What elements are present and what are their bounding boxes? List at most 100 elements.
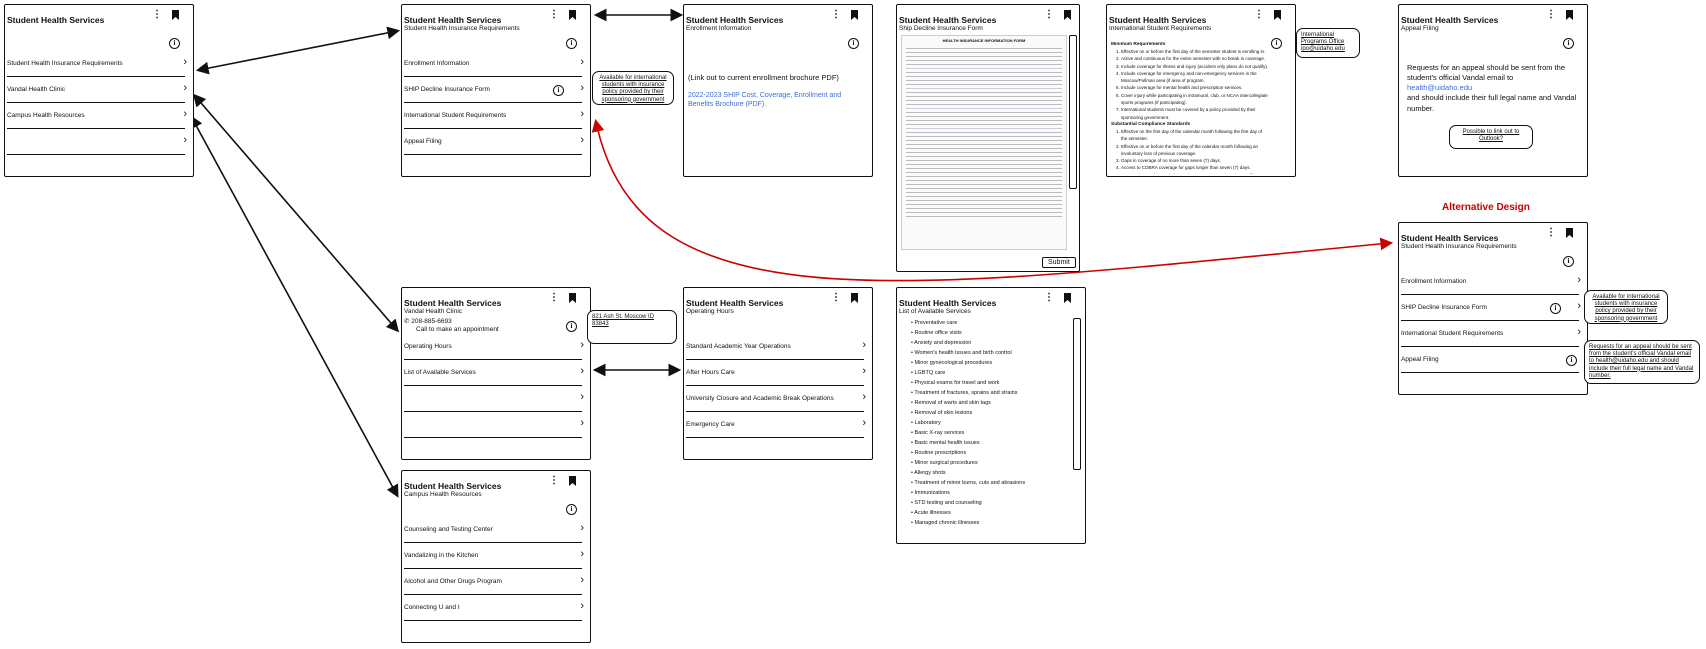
info-icon[interactable]: i	[169, 38, 180, 49]
list-item[interactable]: Connecting U and I›	[404, 596, 584, 621]
chevron-right-icon: ›	[580, 391, 584, 403]
alternative-design-heading: Alternative Design	[1442, 202, 1530, 213]
list-item[interactable]: Standard Academic Year Operations›	[686, 335, 866, 360]
more-vertical-icon[interactable]: ⋮	[549, 9, 559, 20]
bookmark-icon[interactable]	[851, 10, 858, 20]
bookmark-icon[interactable]	[1566, 228, 1573, 238]
page-subtitle: International Student Requirements	[1109, 25, 1212, 32]
chevron-right-icon: ›	[580, 56, 584, 68]
info-icon[interactable]: i	[566, 504, 577, 515]
list-item[interactable]: University Closure and Academic Break Op…	[686, 387, 866, 412]
more-vertical-icon[interactable]: ⋮	[152, 9, 162, 20]
list-item[interactable]: Vandal Health Clinic›	[7, 78, 187, 103]
list-item[interactable]: Appeal Filing›	[404, 130, 584, 155]
info-icon[interactable]: i	[1563, 256, 1574, 267]
bookmark-icon[interactable]	[172, 10, 179, 20]
list-item[interactable]: International Student Requirements›	[404, 104, 584, 129]
page-subtitle: Vandal Health Clinic	[404, 308, 463, 315]
list-item: Active and continuous for the entire sem…	[1121, 55, 1269, 62]
appeal-filing-screen: Student Health Services ⋮ Appeal Filing …	[1398, 4, 1588, 177]
chevron-right-icon: ›	[183, 82, 187, 94]
list-item: Gaps in coverage of no more than seven (…	[1121, 157, 1269, 164]
list-item[interactable]: After Hours Care›	[686, 361, 866, 386]
list-item[interactable]: Alcohol and Other Drugs Program›	[404, 570, 584, 595]
list-item[interactable]: Operating Hours›	[404, 335, 584, 360]
more-vertical-icon[interactable]: ⋮	[549, 475, 559, 486]
list-item[interactable]: International Student Requirements›	[1401, 322, 1581, 347]
page-subtitle: List of Available Services	[899, 308, 971, 315]
annotation-note: Requests for an appeal should be sent fr…	[1584, 340, 1700, 384]
chevron-right-icon: ›	[862, 391, 866, 403]
bookmark-icon[interactable]	[569, 10, 576, 20]
info-icon[interactable]: i	[553, 85, 564, 96]
list-item: • Acute illnesses	[911, 510, 951, 516]
more-vertical-icon[interactable]: ⋮	[1044, 292, 1054, 303]
more-vertical-icon[interactable]: ⋮	[1254, 9, 1264, 20]
more-vertical-icon[interactable]: ⋮	[1546, 9, 1556, 20]
info-icon[interactable]: i	[1550, 303, 1561, 314]
chevron-right-icon: ›	[580, 82, 584, 94]
bookmark-icon[interactable]	[1064, 10, 1071, 20]
email-link[interactable]: health@uidaho.edu	[1407, 83, 1473, 93]
scrollbar[interactable]	[1073, 318, 1081, 470]
list-item: • Minor surgical procedures	[911, 460, 978, 466]
brochure-link[interactable]: 2022-2023 SHIP Cost, Coverage, Enrollmen…	[688, 92, 842, 109]
more-vertical-icon[interactable]: ⋮	[831, 292, 841, 303]
form-document[interactable]: HEALTH INSURANCE INFORMATION FORM	[901, 35, 1067, 250]
list-item[interactable]: Enrollment Information›	[1401, 270, 1581, 295]
chevron-right-icon: ›	[862, 339, 866, 351]
scrollbar[interactable]	[1069, 35, 1077, 189]
list-item[interactable]: ›	[404, 413, 584, 438]
more-vertical-icon[interactable]: ⋮	[1044, 9, 1054, 20]
app-title: Student Health Services	[899, 298, 997, 308]
info-icon[interactable]: i	[566, 38, 577, 49]
list-item[interactable]: Student Health Insurance Requirements›	[7, 52, 187, 77]
list-item[interactable]: Campus Health Resources›	[7, 104, 187, 129]
chevron-right-icon: ›	[862, 417, 866, 429]
info-icon[interactable]: i	[848, 38, 859, 49]
app-title: Student Health Services	[404, 298, 502, 308]
phone-number[interactable]: 208-885-6693	[411, 318, 452, 325]
submit-button[interactable]: Submit	[1042, 257, 1076, 268]
page-subtitle: Student Health Insurance Requirements	[1401, 243, 1517, 250]
bookmark-icon[interactable]	[1274, 10, 1281, 20]
list-item: • Immunizations	[911, 490, 950, 496]
chevron-right-icon: ›	[580, 600, 584, 612]
services-list: • Preventative care• Routine office visi…	[911, 318, 1061, 528]
app-title: Student Health Services	[404, 481, 502, 491]
more-vertical-icon[interactable]: ⋮	[1546, 227, 1556, 238]
info-icon[interactable]: i	[1563, 38, 1574, 49]
list-item[interactable]: Vandalizing in the Kitchen›	[404, 544, 584, 569]
more-vertical-icon[interactable]: ⋮	[831, 9, 841, 20]
annotation-note: International Programs Office ipo@uidaho…	[1296, 28, 1360, 58]
list-item[interactable]: List of Available Services›	[404, 361, 584, 386]
list-item: Effective on or before the first day of …	[1121, 143, 1269, 158]
chevron-right-icon: ›	[580, 365, 584, 377]
list-item[interactable]: ›	[404, 387, 584, 412]
list-item: International students must be covered b…	[1121, 106, 1269, 121]
chevron-right-icon: ›	[580, 108, 584, 120]
chevron-right-icon: ›	[580, 548, 584, 560]
bookmark-icon[interactable]	[1566, 10, 1573, 20]
bookmark-icon[interactable]	[1064, 293, 1071, 303]
list-item: • Basic X-ray services	[911, 430, 965, 436]
list-item[interactable]: Emergency Care›	[686, 413, 866, 438]
info-icon[interactable]: i	[1271, 38, 1282, 49]
list-item: • Treatment of fractures, sprains and st…	[911, 390, 1018, 396]
bookmark-icon[interactable]	[851, 293, 858, 303]
list-item[interactable]: Counseling and Testing Center›	[404, 518, 584, 543]
bookmark-icon[interactable]	[569, 293, 576, 303]
list-item[interactable]: ›	[7, 130, 187, 155]
list-item[interactable]: Enrollment Information›	[404, 52, 584, 77]
bookmark-icon[interactable]	[569, 476, 576, 486]
list-item: Cover injury while participating in intr…	[1121, 92, 1269, 107]
info-icon[interactable]: i	[566, 321, 577, 332]
more-vertical-icon[interactable]: ⋮	[549, 292, 559, 303]
chevron-right-icon: ›	[183, 56, 187, 68]
page-subtitle: Appeal Filing	[1401, 25, 1439, 32]
info-icon[interactable]: i	[1566, 355, 1577, 366]
app-title: Student Health Services	[1401, 233, 1499, 243]
